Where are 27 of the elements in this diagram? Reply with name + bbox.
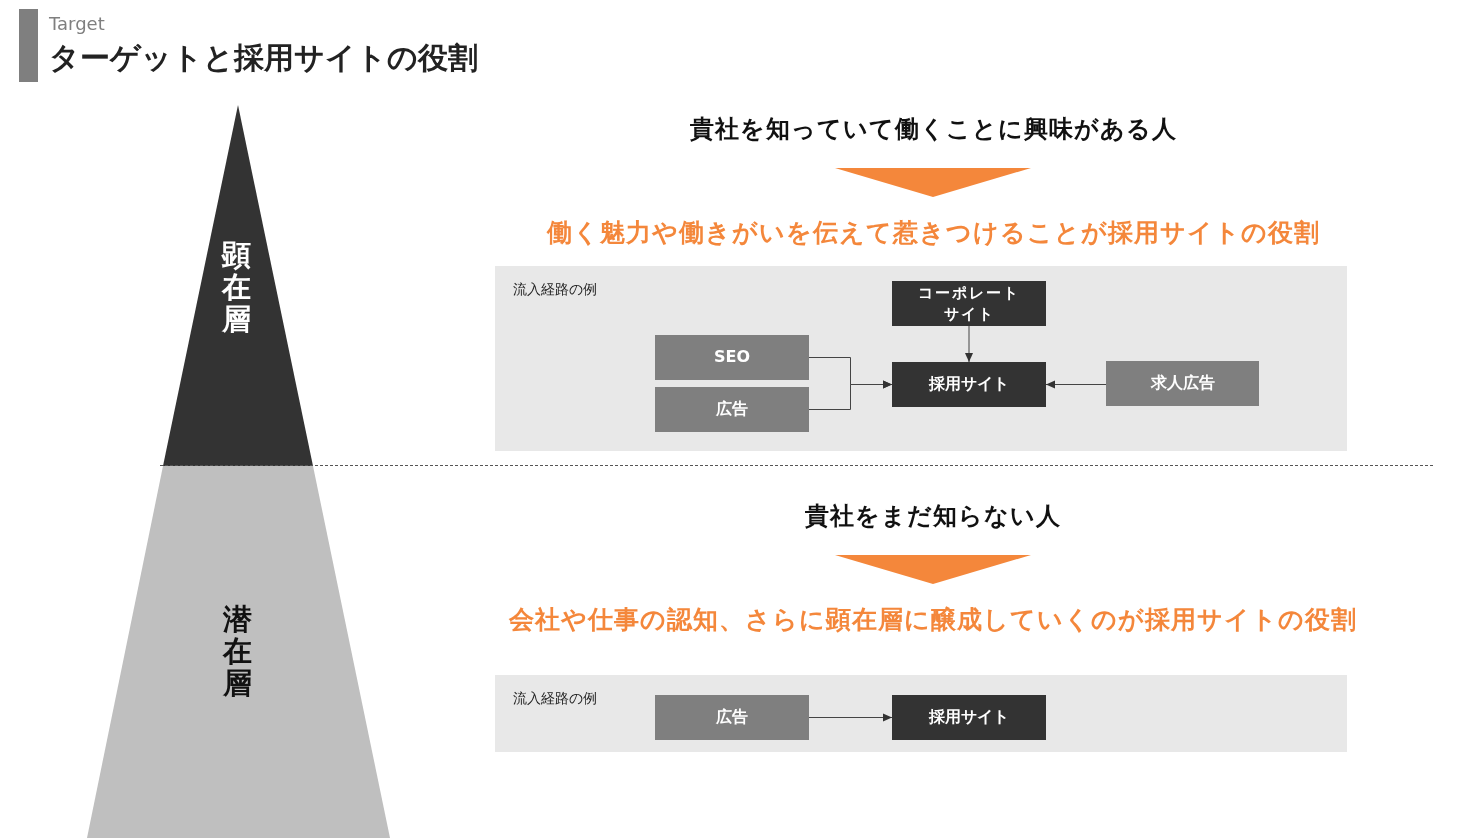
pyramid-section [163,105,313,466]
page-title: ターゲットと採用サイトの役割 [49,39,478,77]
inflow-panel [495,675,1347,752]
channel-box: SEO [655,335,809,380]
site-box: 採用サイト [892,362,1046,407]
inflow-panel [495,266,1347,451]
layer-label: 顕在層 [222,240,251,336]
chevron-arrow [835,168,1031,197]
connector-arrow [808,380,893,410]
layer-label: 潜在層 [222,604,252,700]
site-box: コーポレートサイト [892,281,1046,326]
channel-box: 求人広告 [1106,361,1259,406]
role-statement: 会社や仕事の認知、さらに顕在層に醸成していくのが採用サイトの役割 [450,599,1416,639]
pyramid-section [87,466,390,838]
role-statement: 働く魅力や働きがいを伝えて惹きつけることが採用サイトの役割 [470,212,1396,252]
heading-text: 貴社を知っていて働くことに興味がある人 [560,110,1306,148]
section-label: Target [49,13,105,34]
connector-arrow [1045,380,1107,389]
connector-arrow [808,713,893,722]
panel-caption: 流入経路の例 [513,690,597,708]
channel-box: 広告 [655,695,809,740]
connector-arrow [965,325,973,363]
chevron-arrow [835,555,1031,584]
channel-box: 広告 [655,387,809,432]
site-box: 採用サイト [892,695,1046,740]
heading-text: 貴社をまだ知らない人 [620,497,1246,535]
panel-caption: 流入経路の例 [513,281,597,299]
